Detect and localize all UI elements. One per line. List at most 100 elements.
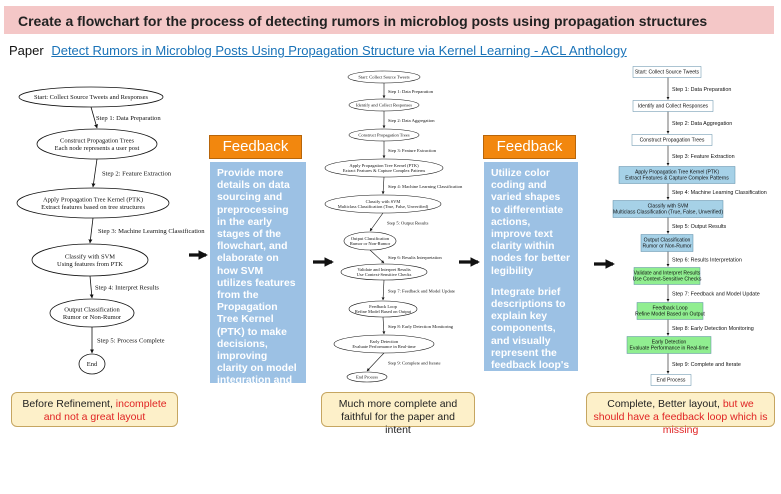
flow2-node-line-2: Evaluate Performance in Real-time bbox=[352, 344, 415, 349]
flow2-step-label: Step 7: Feedback and Model Update bbox=[388, 289, 455, 294]
flow1-node-line-2: Using features from PTK bbox=[57, 261, 123, 268]
feedback-1-paragraph-1: Provide more details on data sourcing an… bbox=[217, 168, 297, 399]
flow1-node-line-1: End bbox=[87, 361, 98, 368]
flow3-node-line-2: Refine Model Based on Output bbox=[635, 312, 705, 318]
paper-label: Paper bbox=[9, 43, 44, 58]
flow3-step-label: Step 2: Data Aggregation bbox=[672, 121, 732, 127]
flow2-node-shape bbox=[348, 128, 420, 142]
flow3-node-shape bbox=[618, 166, 736, 184]
flow2-node-shape bbox=[348, 300, 418, 318]
feedback-box-2: Utilize color coding and varied shapes t… bbox=[484, 162, 578, 481]
flow3-node-line-1: Classify with SVM bbox=[648, 204, 689, 210]
flow3-node-shape bbox=[631, 134, 713, 146]
flow2-step-label: Step 9: Complete and Iterate bbox=[388, 361, 441, 366]
flow2-node: End Process bbox=[346, 371, 388, 383]
caption-middle-text: Much more complete and faithful for the … bbox=[338, 398, 458, 436]
flow3-step-label: Step 1: Data Preparation bbox=[672, 87, 731, 93]
flow2-node-line-1: Feedback Loop bbox=[369, 304, 398, 309]
feedback-1-paragraph-2: Incorporate steps for result validation … bbox=[217, 408, 293, 494]
flow1-step-label: Step 4: Interpret Results bbox=[95, 285, 159, 292]
flow2-node-line-2: Refine Model Based on Output bbox=[355, 309, 412, 314]
flow3-step-label: Step 3: Feature Extraction bbox=[672, 154, 735, 160]
flow2-node-line-1: Early Detection bbox=[370, 339, 399, 344]
flow2-node: Construct Propagation Trees bbox=[348, 128, 420, 142]
flow1-node: End bbox=[78, 353, 106, 375]
flow3-step-label: Step 4: Machine Learning Classification bbox=[672, 190, 767, 196]
flow3-node-shape bbox=[650, 374, 692, 386]
flow1-node-shape bbox=[18, 86, 164, 108]
flow1-node-shape bbox=[36, 128, 158, 160]
flow2-step-label: Step 4: Machine Learning Classification bbox=[388, 184, 463, 189]
flow3-node-shape bbox=[632, 66, 702, 78]
flow2-node-line-1: Classify with SVM bbox=[366, 199, 401, 204]
flow2-connector bbox=[369, 249, 385, 264]
flow2-node-line-1: Identify and Collect Responses bbox=[356, 103, 412, 108]
title-banner: Create a flowchart for the process of de… bbox=[4, 6, 774, 34]
flow2-connector bbox=[369, 212, 384, 232]
flow3-step-label: Step 5: Output Results bbox=[672, 224, 727, 230]
feedback-box-1: Provide more details on data sourcing an… bbox=[210, 162, 306, 493]
flow3-node-shape bbox=[632, 100, 714, 112]
flow2-node-line-1: Start: Collect Source Tweets bbox=[358, 75, 409, 80]
flow3-node-line-2: Rumor or Non-Rumor bbox=[643, 244, 692, 250]
flow1-node-line-2: Rumor or Non-Rumor bbox=[63, 314, 122, 321]
flow1-node-line-1: Classify with SVM bbox=[65, 253, 115, 260]
flow2-node-shape bbox=[333, 334, 435, 354]
flow3-node-shape bbox=[640, 234, 694, 252]
flow1-node-line-2: Extract features based on tree structure… bbox=[41, 204, 145, 211]
flow2-connector bbox=[366, 352, 385, 372]
flow3-node-line-1: Feedback Loop bbox=[652, 306, 687, 312]
flow3-node-line-1: Apply Propagation Tree Kernel (PTK) bbox=[635, 170, 719, 176]
flow2-node-line-1: Output Classification bbox=[351, 236, 390, 241]
caption-before: Before Refinement, incomplete and not a … bbox=[11, 392, 178, 427]
flow3-node-shape bbox=[636, 302, 704, 320]
caption-after-critique: but we should have a feedback loop which… bbox=[593, 398, 768, 436]
flow2-node-line-2: Use Context-Sensitive Checks bbox=[357, 272, 412, 277]
flow2-step-label: Step 2: Data Aggregation bbox=[388, 118, 435, 123]
flow3-node-line-2: Multiclass Classification (True, False, … bbox=[613, 210, 723, 216]
flow1-step-label: Step 1: Data Preparation bbox=[96, 115, 161, 122]
flow3-node: Construct Propagation Trees bbox=[631, 134, 713, 146]
flow2-node-shape bbox=[346, 371, 388, 383]
flow2-step-label: Step 5: Output Results bbox=[387, 221, 429, 226]
flow3-step-label: Step 8: Early Detection Monitoring bbox=[672, 326, 754, 332]
caption-middle: Much more complete and faithful for the … bbox=[321, 392, 475, 436]
progress-arrows bbox=[189, 250, 615, 269]
flow2-node-shape bbox=[348, 98, 420, 112]
flow1-node-line-2: Each node represents a user post bbox=[55, 145, 140, 152]
flow2-connector bbox=[381, 176, 385, 195]
caption-after: Complete, Better layout, but we should h… bbox=[586, 392, 775, 436]
flow2-connector bbox=[381, 279, 385, 301]
paper-line: Paper Detect Rumors in Microblog Posts U… bbox=[9, 43, 627, 58]
flow3-node-line-1: Validate and Interpret Results bbox=[634, 271, 701, 277]
flow1-node-shape bbox=[49, 298, 135, 328]
flow3-node-shape bbox=[633, 267, 701, 285]
flow1-node-shape bbox=[31, 243, 149, 277]
flow3-node-line-2: Evaluate Performance in Real-time bbox=[630, 346, 709, 352]
flow3-node: End Process bbox=[650, 374, 692, 386]
flow3-node: Identify and Collect Responses bbox=[632, 100, 714, 112]
paper-link[interactable]: Detect Rumors in Microblog Posts Using P… bbox=[51, 43, 627, 58]
caption-after-text: Complete, Better layout, bbox=[607, 398, 723, 410]
flow1-connector bbox=[88, 217, 94, 244]
flow1-step-label: Step 5: Process Complete bbox=[97, 338, 165, 345]
flow3-node-line-1: Start: Collect Source Tweets bbox=[635, 70, 700, 76]
flow2-connector bbox=[382, 316, 386, 335]
flow2-node-shape bbox=[324, 158, 444, 178]
flow1-node: Apply Propagation Tree Kernel (PTK)Extra… bbox=[16, 187, 170, 219]
flow2-node-line-2: Extract Features & Capture Complex Patte… bbox=[343, 168, 426, 173]
flow2-node: Start: Collect Source Tweets bbox=[347, 70, 421, 84]
flow3-node-line-1: Construct Propagation Trees bbox=[640, 138, 705, 144]
flow2-node-shape bbox=[340, 263, 428, 281]
